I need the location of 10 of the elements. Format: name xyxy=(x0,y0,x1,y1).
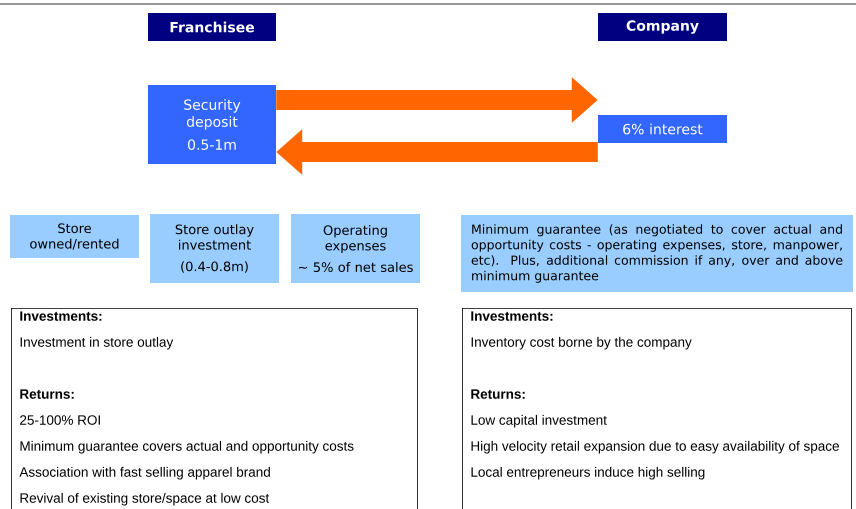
info-box: Store owned/rented xyxy=(10,215,139,258)
header-box: Franchisee xyxy=(148,13,276,41)
info-box: Minimum guarantee (as negotiated to cover actual and opportunity costs - operating expenses, store, manpower, etc). Plus, additional commission if any, over and above minimum guarantee xyxy=(461,215,853,292)
info-box: Operating expenses ~ 5% of net sales xyxy=(291,214,420,283)
header-box: Company xyxy=(598,13,727,41)
interest-box: 6% interest xyxy=(598,115,727,143)
deposit-box: Security deposit 0.5-1m xyxy=(148,85,276,164)
summary-box: Investments: Investment in store outlay Returns: 25-100% ROI Minimum guarantee covers actual and opportunity costs Association with fast selling apparel brand Revival of existing store/space at low cost xyxy=(11,308,418,509)
summary-box: Investments: Inventory cost borne by the company Returns: Low capital investment High velocity retail expansion due to easy availability of space Local entrepreneurs induce high selling xyxy=(462,308,852,509)
info-box: Store outlay investment (0.4-0.8m) xyxy=(150,214,279,283)
